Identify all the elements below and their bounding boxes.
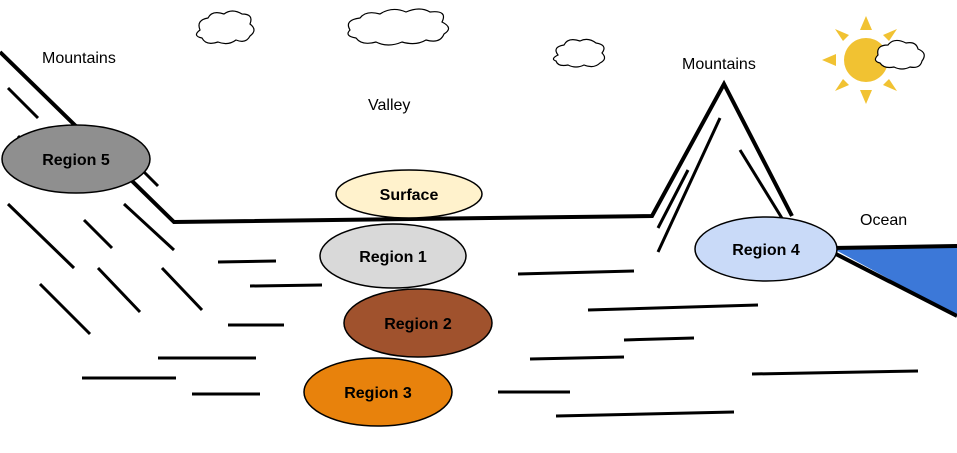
cloud-icon [874, 39, 925, 70]
surface-region: Surface [335, 169, 483, 219]
surface-label: Surface [380, 187, 439, 204]
strata-lines [82, 259, 919, 418]
ocean-label: Ocean [860, 212, 908, 229]
cloud-icon [552, 38, 606, 68]
region-2: Region 2 [343, 288, 493, 358]
region-3-label: Region 3 [344, 385, 412, 402]
valley-label: Valley [368, 97, 411, 114]
region-5-label: Region 5 [42, 152, 110, 169]
region-2-label: Region 2 [384, 316, 452, 333]
cloud-icon [195, 10, 255, 45]
hatching-left [6, 86, 204, 336]
region-1-label: Region 1 [359, 249, 427, 266]
region-4-label: Region 4 [732, 242, 800, 259]
region-1: Region 1 [319, 223, 467, 289]
mountains-left-label: Mountains [42, 50, 116, 67]
region-3: Region 3 [303, 357, 453, 427]
cloud-icon [347, 8, 450, 46]
region-4: Region 4 [694, 216, 838, 282]
region-5: Region 5 [1, 124, 151, 194]
hatching-right [656, 117, 790, 253]
mountains-right-label: Mountains [682, 56, 756, 73]
